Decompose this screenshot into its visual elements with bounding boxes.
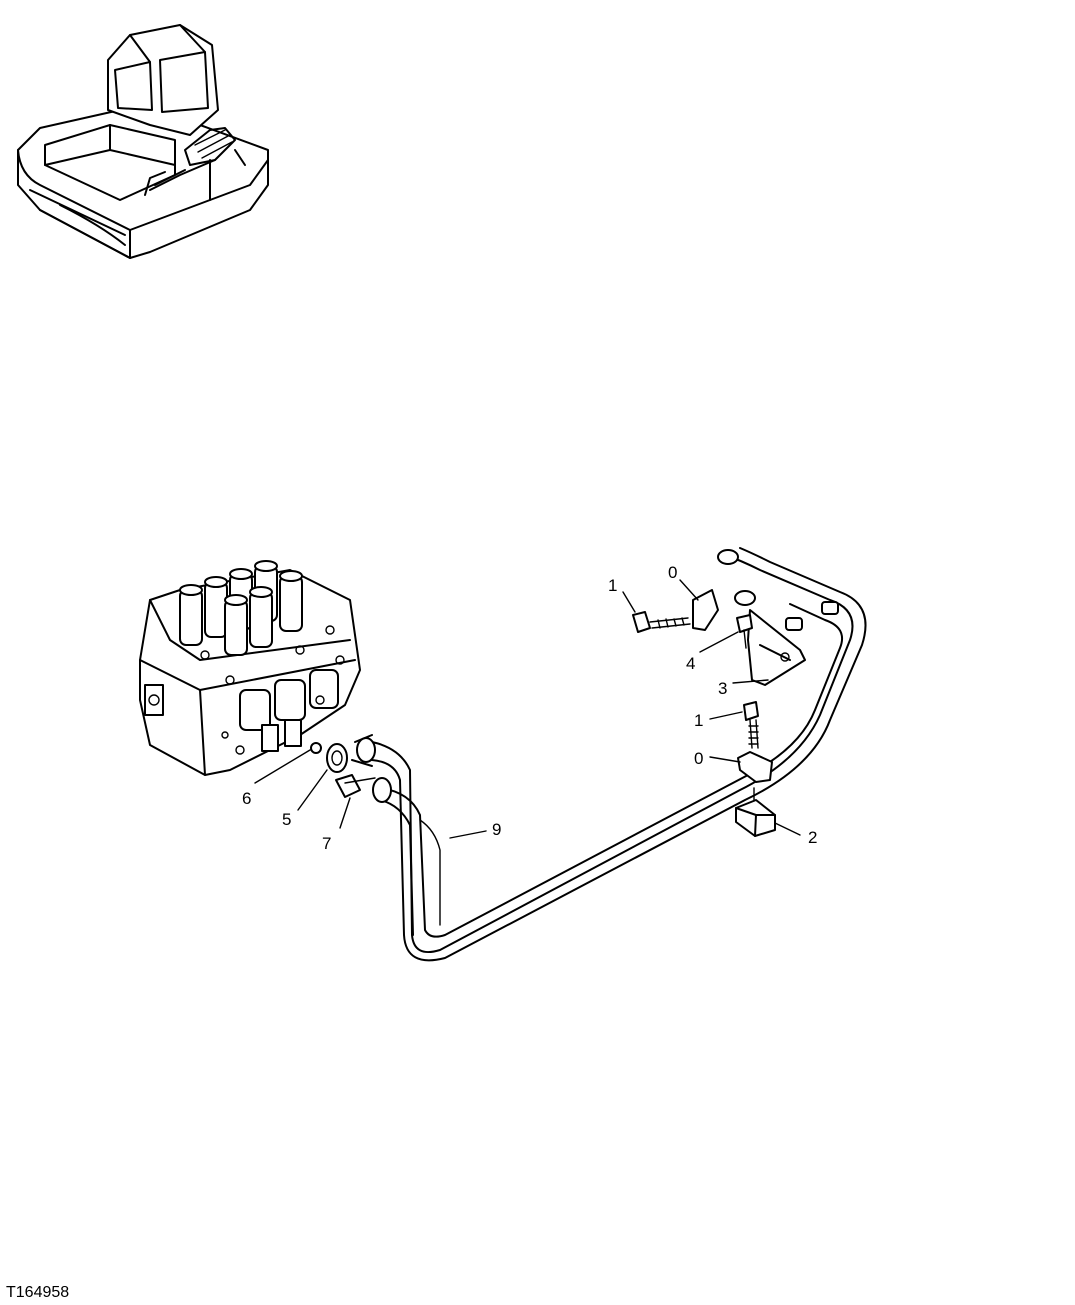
callout-9: 9	[492, 820, 501, 839]
pilot-line-tubes	[351, 547, 867, 962]
callout-labels: 1 0 4 3 1 0 2 9 6 5 7	[242, 563, 817, 853]
callout-2: 2	[808, 828, 817, 847]
clamp-lower	[737, 751, 773, 783]
fitting-5	[326, 743, 348, 773]
callout-1-upper: 1	[608, 576, 617, 595]
callout-6: 6	[242, 789, 251, 808]
figure-id: T164958	[6, 1284, 69, 1300]
lower-clamp-assembly	[735, 701, 776, 837]
callout-1-lower: 1	[694, 711, 703, 730]
clamp-upper	[692, 589, 719, 631]
callout-3: 3	[718, 679, 727, 698]
callout-0-lower: 0	[694, 749, 703, 768]
callout-4: 4	[686, 654, 695, 673]
bolt-lower	[743, 701, 759, 721]
valve-fittings	[310, 742, 376, 798]
oring-6	[310, 742, 322, 754]
control-valve	[139, 560, 361, 776]
callout-5: 5	[282, 810, 291, 829]
excavator-overview-inset	[17, 24, 269, 259]
fitting-7	[335, 774, 361, 798]
bolt-upper	[632, 611, 651, 633]
upper-clamp-assembly	[632, 589, 806, 686]
bolt-4	[736, 614, 753, 633]
leader-lines	[254, 579, 801, 839]
bracket	[747, 609, 806, 686]
valve-spool-caps	[179, 560, 303, 656]
callout-7: 7	[322, 834, 331, 853]
callout-0-upper: 0	[668, 563, 677, 582]
